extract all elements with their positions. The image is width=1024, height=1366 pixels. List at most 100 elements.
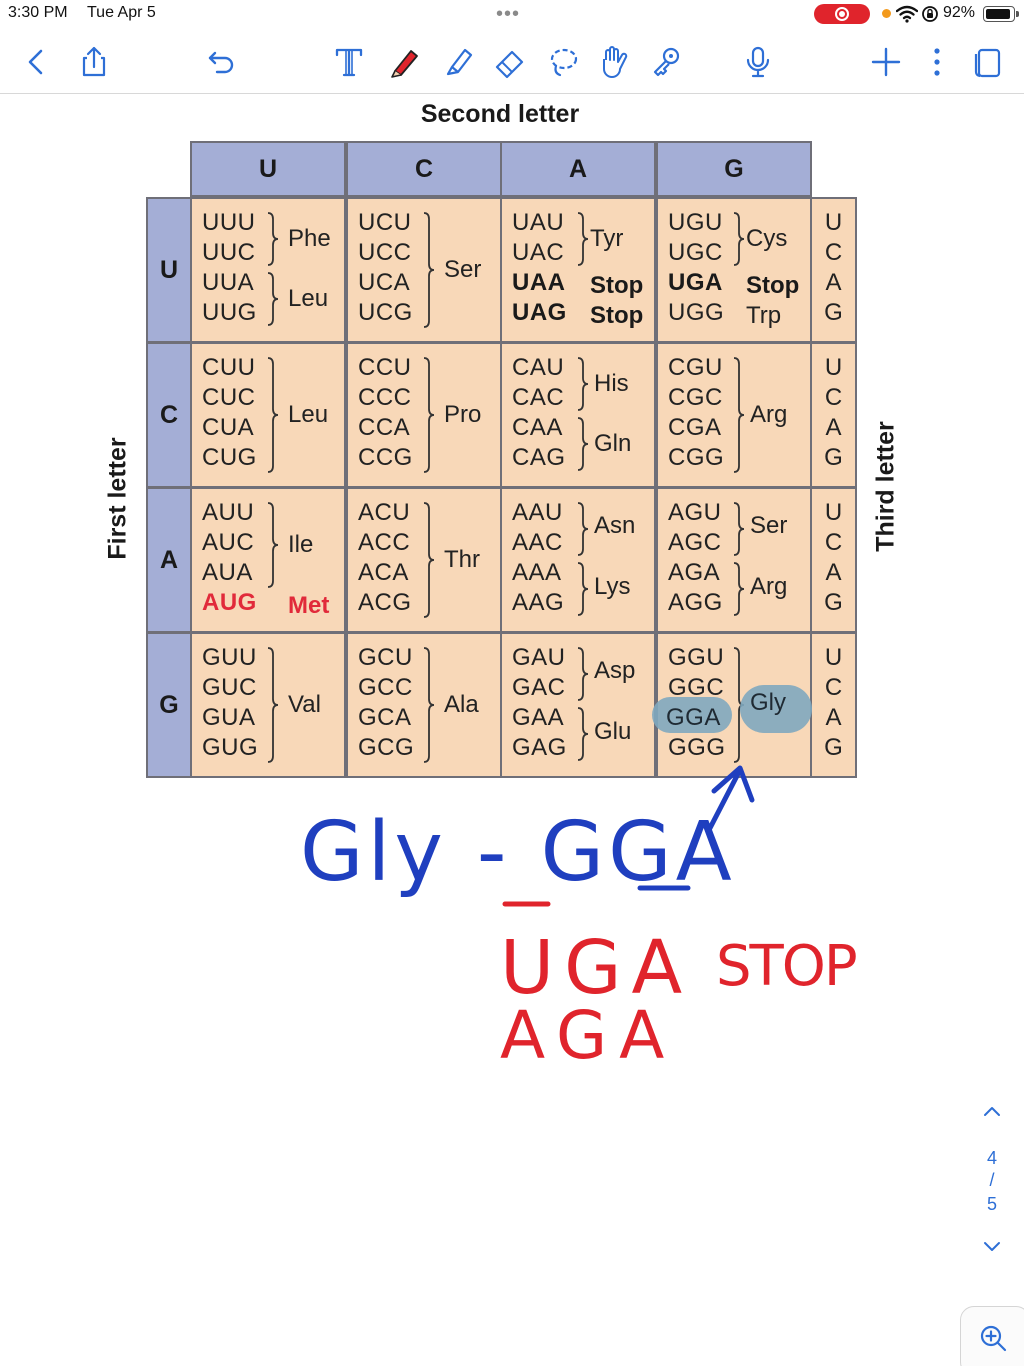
codon: ACU xyxy=(358,499,411,526)
codon: CCU xyxy=(358,354,412,381)
amino-acid: Pro xyxy=(444,401,482,428)
stop-codon: UGA xyxy=(668,269,723,296)
codon-table: Second letter First letter Third letter … xyxy=(0,94,1024,794)
stop-label: Stop xyxy=(590,302,644,329)
amino-acid: Trp xyxy=(746,302,782,329)
highlight-mark xyxy=(740,685,812,733)
amino-acid: Ile xyxy=(288,531,314,558)
codon: GGU xyxy=(668,644,725,671)
brace-icon xyxy=(423,212,435,328)
brace-icon xyxy=(577,357,589,411)
amino-acid: Phe xyxy=(288,225,331,252)
shapes-button[interactable] xyxy=(646,42,686,82)
codon: UCA xyxy=(358,269,411,296)
codon: CGG xyxy=(668,444,725,471)
brace-icon xyxy=(577,707,589,761)
codon: AUA xyxy=(202,559,253,586)
codon: UUG xyxy=(202,299,257,326)
undo-icon xyxy=(208,51,234,74)
current-page: 4 xyxy=(986,1148,997,1168)
pages-icon xyxy=(974,48,1001,78)
chevron-down-icon[interactable] xyxy=(982,1240,1002,1254)
battery-icon xyxy=(983,6,1019,22)
codon: UUA xyxy=(202,269,255,296)
stop-label: Stop xyxy=(746,272,800,299)
handwritten-arrow xyxy=(706,765,755,833)
amino-acid: Leu xyxy=(288,285,329,312)
brace-icon xyxy=(267,357,279,473)
microphone-button[interactable] xyxy=(738,42,778,82)
highlight-mark xyxy=(652,697,732,733)
amino-acid: Arg xyxy=(750,401,788,428)
second-letter-label: Second letter xyxy=(420,100,580,128)
pages-button[interactable] xyxy=(968,42,1008,82)
codon: AGC xyxy=(668,529,722,556)
codon: GGC xyxy=(668,674,725,701)
column-header-u: U xyxy=(190,141,346,197)
undo-button[interactable] xyxy=(202,42,242,82)
codon: ACC xyxy=(358,529,411,556)
codon: CUU xyxy=(202,354,256,381)
text-tool-button[interactable] xyxy=(329,42,369,82)
status-time: 3:30 PM xyxy=(8,4,68,21)
codon: UGU xyxy=(668,209,723,236)
codon: CGU xyxy=(668,354,723,381)
codon: CAG xyxy=(512,444,566,471)
handwritten-annotations[interactable]: Gly - GGA UGA STOP AGA xyxy=(0,765,1024,1080)
multitasking-dots-icon[interactable]: ••• xyxy=(496,3,521,25)
back-button[interactable] xyxy=(16,42,56,82)
highlighter-button[interactable] xyxy=(438,42,478,82)
chevron-up-icon[interactable] xyxy=(982,1104,1002,1118)
codon: GUA xyxy=(202,704,256,731)
codon: GUG xyxy=(202,734,259,761)
pen-tool-icon xyxy=(391,50,418,78)
codon: CCC xyxy=(358,384,412,411)
start-amino-acid: Met xyxy=(288,592,330,619)
status-date: Tue Apr 5 xyxy=(87,4,156,21)
codon: GCA xyxy=(358,704,412,731)
codon: AGU xyxy=(668,499,722,526)
highlighted-codon: GGA xyxy=(666,704,721,731)
codon: CAC xyxy=(512,384,565,411)
codon: CUC xyxy=(202,384,256,411)
codon-cell-gu: GUU GUC GUA GUG Val xyxy=(190,632,346,778)
codon-cell-ug: UGU UGC UGA UGG Cys Stop Trp xyxy=(656,197,812,343)
share-button[interactable] xyxy=(74,42,114,82)
handwritten-stop: STOP xyxy=(716,934,856,999)
brace-icon xyxy=(733,562,745,616)
codon: CAU xyxy=(512,354,565,381)
amino-acid: Arg xyxy=(750,573,788,600)
more-button[interactable] xyxy=(917,42,957,82)
add-button[interactable] xyxy=(866,42,906,82)
codon: UAC xyxy=(512,239,565,266)
codon: GUC xyxy=(202,674,257,701)
codon-cell-cg: CGU CGC CGA CGG Arg xyxy=(656,342,812,488)
codon: CUG xyxy=(202,444,257,471)
brace-icon xyxy=(577,212,589,266)
amino-acid: Val xyxy=(288,691,321,718)
brace-icon xyxy=(267,272,279,326)
lasso-button[interactable] xyxy=(543,42,583,82)
codon: AAA xyxy=(512,559,562,586)
eraser-button[interactable] xyxy=(490,42,530,82)
brace-icon xyxy=(267,502,279,588)
codon: GAC xyxy=(512,674,566,701)
add-icon xyxy=(871,47,901,77)
text-tool-icon xyxy=(335,48,363,77)
codon: ACG xyxy=(358,589,412,616)
codon-cell-ga: GAU GAC GAA GAG Asp Glu xyxy=(500,632,656,778)
handwritten-gly-gga: Gly - GGA xyxy=(300,805,736,900)
stop-codon: UAG xyxy=(512,299,567,326)
column-header-c: C xyxy=(346,141,502,197)
codon: CUA xyxy=(202,414,255,441)
codon: UUU xyxy=(202,209,256,236)
image-sticker-button[interactable] xyxy=(595,42,635,82)
back-icon xyxy=(28,49,43,75)
zoom-button[interactable] xyxy=(960,1306,1024,1366)
codon-cell-aa: AAU AAC AAA AAG Asn Lys xyxy=(500,487,656,633)
pen-tool-button[interactable] xyxy=(384,42,424,82)
screen-recording-icon[interactable] xyxy=(814,4,870,24)
toolbar xyxy=(0,30,1024,94)
codon: CCG xyxy=(358,444,413,471)
